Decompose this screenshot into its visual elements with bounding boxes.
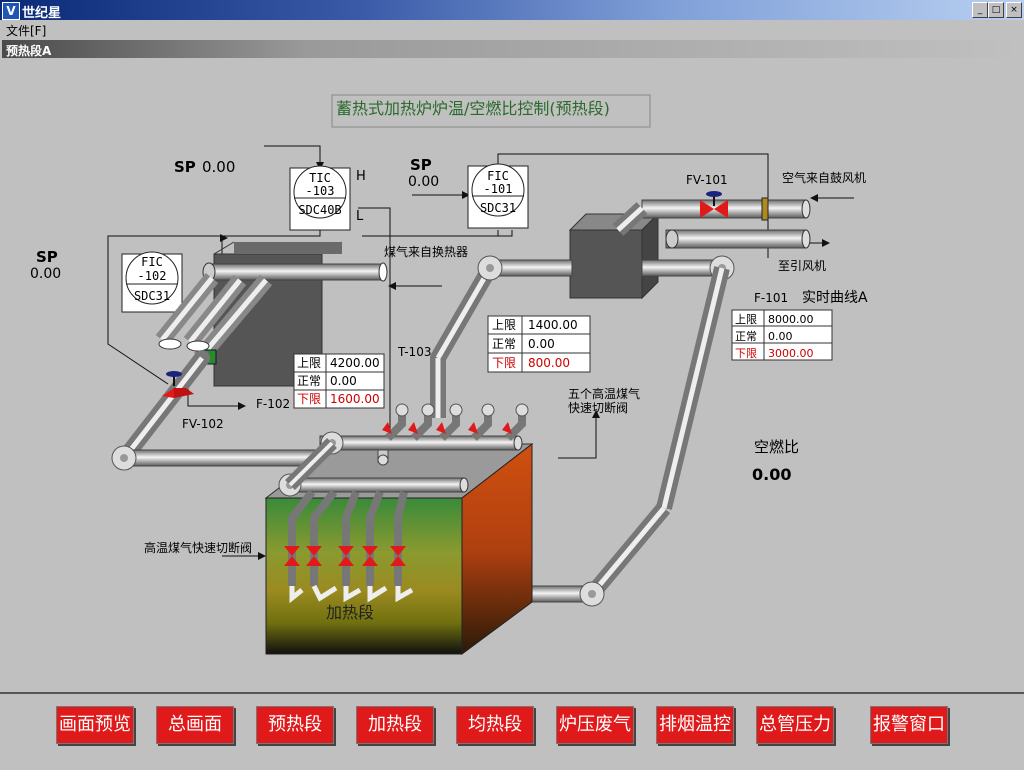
f101-upper-label: 上限 — [735, 313, 757, 326]
app-icon: V — [2, 2, 20, 20]
t-103-label: T-103 — [397, 345, 431, 359]
fv-101-valve[interactable] — [700, 191, 728, 218]
fic-101-line2: -101 — [484, 182, 513, 196]
fic-101-sp-label: SP — [410, 156, 432, 174]
f102-normal-value[interactable]: 0.00 — [330, 374, 357, 388]
nav-soaking-button[interactable]: 均热段 — [456, 706, 534, 744]
return-pipe-loop — [430, 255, 735, 607]
top-burners — [382, 403, 529, 441]
menu-bar: 文件[F] — [0, 20, 1024, 38]
fic-102-sp-label: SP — [36, 248, 58, 266]
f102-upper-label: 上限 — [297, 356, 321, 370]
center-normal-label: 正常 — [492, 337, 516, 351]
tic-103-line3: SDC40B — [298, 203, 341, 217]
lower-burners — [284, 489, 414, 604]
fic-102-line3: SDC31 — [134, 289, 170, 303]
to-induced-fan-label: 至引风机 — [778, 259, 826, 273]
tic-103-h-label: H — [356, 169, 366, 184]
fv-102-valve[interactable] — [162, 371, 194, 398]
limits-table-f102: 上限 4200.00 正常 0.00 下限 1600.00 — [293, 353, 385, 409]
five-valves-label-2: 快速切断阀 — [568, 400, 628, 415]
f102-normal-label: 正常 — [297, 374, 321, 388]
close-button[interactable]: × — [1006, 2, 1022, 18]
nav-overview-button[interactable]: 总画面 — [156, 706, 234, 744]
subwindow-title: 预热段A — [6, 44, 52, 58]
diagram-title: 蓄热式加热炉炉温/空燃比控制(预热段) — [336, 99, 610, 118]
fv-102-label: FV-102 — [182, 417, 224, 431]
gas-from-exchanger-label: 煤气来自换热器 — [384, 244, 468, 259]
f-102-label: F-102 — [256, 397, 290, 411]
fv-101-label: FV-101 — [686, 173, 728, 187]
menu-file[interactable]: 文件[F] — [6, 24, 47, 38]
fic-101-controller[interactable]: FIC -101 SDC31 — [467, 163, 529, 229]
tic-103-line2: -103 — [306, 184, 335, 198]
realtime-curve-link[interactable]: 实时曲线A — [802, 290, 868, 306]
left-gas-pipe — [111, 350, 325, 471]
maximize-button[interactable]: □ — [988, 2, 1004, 18]
limits-table-f101: 上限 8000.00 正常 0.00 下限 3000.00 — [731, 309, 833, 361]
fic-102-line1: FIC — [141, 255, 163, 269]
nav-screen-preview-button[interactable]: 画面预览 — [56, 706, 134, 744]
f102-lower-label: 下限 — [297, 392, 321, 406]
fic-102-line2: -102 — [138, 269, 167, 283]
nav-alarm-window-button[interactable]: 报警窗口 — [870, 706, 948, 744]
nav-preheat-button[interactable]: 预热段 — [256, 706, 334, 744]
subwindow-title-bar: 预热段A — [2, 40, 1022, 58]
minimize-button[interactable]: _ — [972, 2, 988, 18]
center-normal-value[interactable]: 0.00 — [528, 337, 555, 351]
air-fuel-ratio-value: 0.00 — [752, 465, 791, 484]
nav-heating-button[interactable]: 加热段 — [356, 706, 434, 744]
nav-exhaust-temp-button[interactable]: 排烟温控 — [656, 706, 734, 744]
air-heat-exchanger — [568, 212, 660, 300]
center-upper-value[interactable]: 1400.00 — [528, 318, 578, 332]
exchanger-tubes — [155, 262, 388, 365]
center-lower-value[interactable]: 800.00 — [528, 356, 570, 370]
process-diagram: 蓄热式加热炉炉温/空燃比控制(预热段) TIC -103 SDC — [2, 58, 1022, 690]
fic-102-sp-value[interactable]: 0.00 — [30, 266, 61, 282]
f101-normal-value[interactable]: 0.00 — [768, 330, 793, 343]
tic-103-line1: TIC — [309, 171, 331, 185]
tic-103-sp-value[interactable]: 0.00 — [202, 158, 235, 176]
f101-lower-value[interactable]: 3000.00 — [768, 347, 814, 360]
center-lower-label: 下限 — [492, 356, 516, 370]
five-valves-label-1: 五个高温煤气 — [568, 386, 640, 401]
f101-upper-value[interactable]: 8000.00 — [768, 313, 814, 326]
tic-103-l-label: L — [356, 209, 364, 224]
diagram-title-group: 蓄热式加热炉炉温/空燃比控制(预热段) — [331, 94, 651, 129]
air-from-fan-label: 空气来自鼓风机 — [782, 170, 866, 185]
f101-lower-label: 下限 — [735, 347, 757, 360]
tic-103-controller[interactable]: TIC -103 SDC40B — [289, 165, 351, 231]
air-fuel-ratio-label: 空燃比 — [754, 438, 799, 456]
f102-lower-value[interactable]: 1600.00 — [330, 392, 380, 406]
fic-101-line3: SDC31 — [480, 201, 516, 215]
fic-102-controller[interactable]: FIC -102 SDC31 — [121, 251, 183, 313]
f-101-label: F-101 — [754, 291, 788, 305]
center-upper-label: 上限 — [492, 318, 516, 332]
window-title: 世纪星 — [22, 6, 62, 21]
f101-normal-label: 正常 — [735, 330, 757, 343]
nav-furnace-pressure-button[interactable]: 炉压废气 — [556, 706, 634, 744]
nav-main-pressure-button[interactable]: 总管压力 — [756, 706, 834, 744]
high-temp-valve-label: 高温煤气快速切断阀 — [144, 540, 252, 555]
tic-103-sp-label: SP — [174, 158, 196, 176]
title-bar: V 世纪星 _ □ × — [0, 0, 1024, 21]
limits-table-center: 上限 1400.00 正常 0.00 下限 800.00 — [487, 315, 591, 373]
f102-upper-value[interactable]: 4200.00 — [330, 356, 380, 370]
fic-101-line1: FIC — [487, 169, 509, 183]
nav-bar: 画面预览 总画面 预热段 加热段 均热段 炉压废气 排烟温控 总管压力 报警窗口 — [0, 692, 1024, 770]
fic-101-sp-value[interactable]: 0.00 — [408, 174, 439, 190]
heating-section-label: 加热段 — [326, 603, 374, 622]
